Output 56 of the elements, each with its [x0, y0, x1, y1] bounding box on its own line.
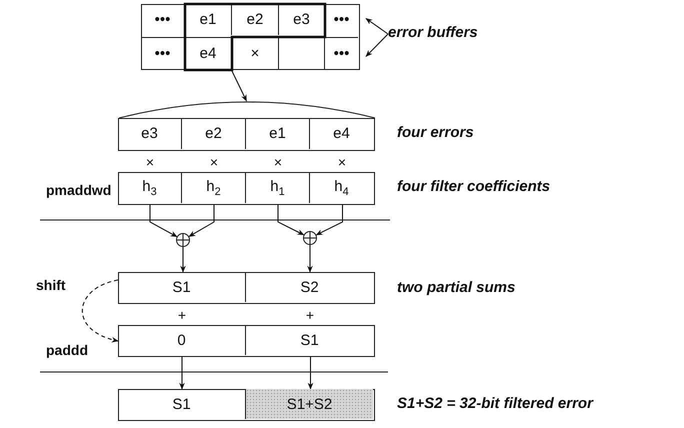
- register-cell: •••: [141, 37, 185, 69]
- register-cell: e3: [118, 118, 182, 149]
- register-cell: h$_{2}$: [182, 172, 246, 203]
- register-cell: e4: [185, 37, 232, 69]
- arrow: [278, 204, 304, 236]
- register-cell: e3: [279, 4, 325, 35]
- register-cell: •••: [141, 4, 185, 35]
- register-cell: S1: [246, 325, 373, 355]
- arrow: [316, 204, 343, 236]
- register-cell: •••: [325, 4, 358, 35]
- edge-label: shift: [36, 276, 66, 294]
- adder-symbol: [176, 233, 190, 247]
- register-cell: 0: [118, 325, 246, 355]
- arrow: [180, 246, 186, 273]
- register-cell: h$_{1}$: [246, 172, 310, 203]
- operator-sign: ×: [208, 155, 220, 169]
- arrow: [179, 356, 185, 390]
- register-cell: e4: [310, 118, 373, 149]
- annotation-text: S1+S2 = 32-bit filtered error: [397, 395, 593, 413]
- dashed-arrow: [82, 280, 119, 342]
- arrow: [366, 34, 388, 57]
- instruction-label: paddd: [46, 341, 88, 359]
- register-cell: S2: [246, 272, 373, 302]
- arrow: [150, 204, 178, 238]
- register: [118, 272, 375, 304]
- operator-sign: +: [176, 308, 188, 322]
- operator-sign: ×: [144, 155, 156, 169]
- register-cell: •••: [325, 37, 358, 69]
- arrow: [230, 68, 247, 102]
- operator-sign: +: [304, 308, 316, 322]
- register: [118, 118, 375, 151]
- annotation-text: two partial sums: [397, 279, 516, 297]
- register-cell: e1: [246, 118, 310, 149]
- annotation-text: four errors: [397, 124, 474, 142]
- register-cell: h$_{4}$: [310, 172, 373, 203]
- register: [118, 172, 375, 205]
- arrow: [307, 244, 313, 273]
- register-cell: e2: [182, 118, 246, 149]
- annotation-text: four filter coefficients: [397, 178, 550, 196]
- arrow: [308, 356, 314, 390]
- register-cell: e1: [185, 4, 232, 35]
- register: [118, 325, 375, 357]
- instruction-label: pmaddwd: [46, 181, 112, 199]
- arrow: [188, 204, 214, 237]
- operator-sign: ×: [272, 155, 284, 169]
- buffer-grid: [141, 4, 360, 70]
- register-cell: ×: [232, 37, 279, 69]
- adder-symbol: [303, 231, 317, 245]
- register-cell: S1: [118, 272, 246, 302]
- register-cell: h$_{3}$: [118, 172, 182, 203]
- operator-sign: ×: [336, 155, 348, 169]
- register-cell: e2: [232, 4, 279, 35]
- arrow: [365, 18, 388, 34]
- register-cell: S1+S2: [246, 389, 373, 419]
- register: [118, 389, 375, 421]
- annotation-text: error buffers: [388, 24, 478, 42]
